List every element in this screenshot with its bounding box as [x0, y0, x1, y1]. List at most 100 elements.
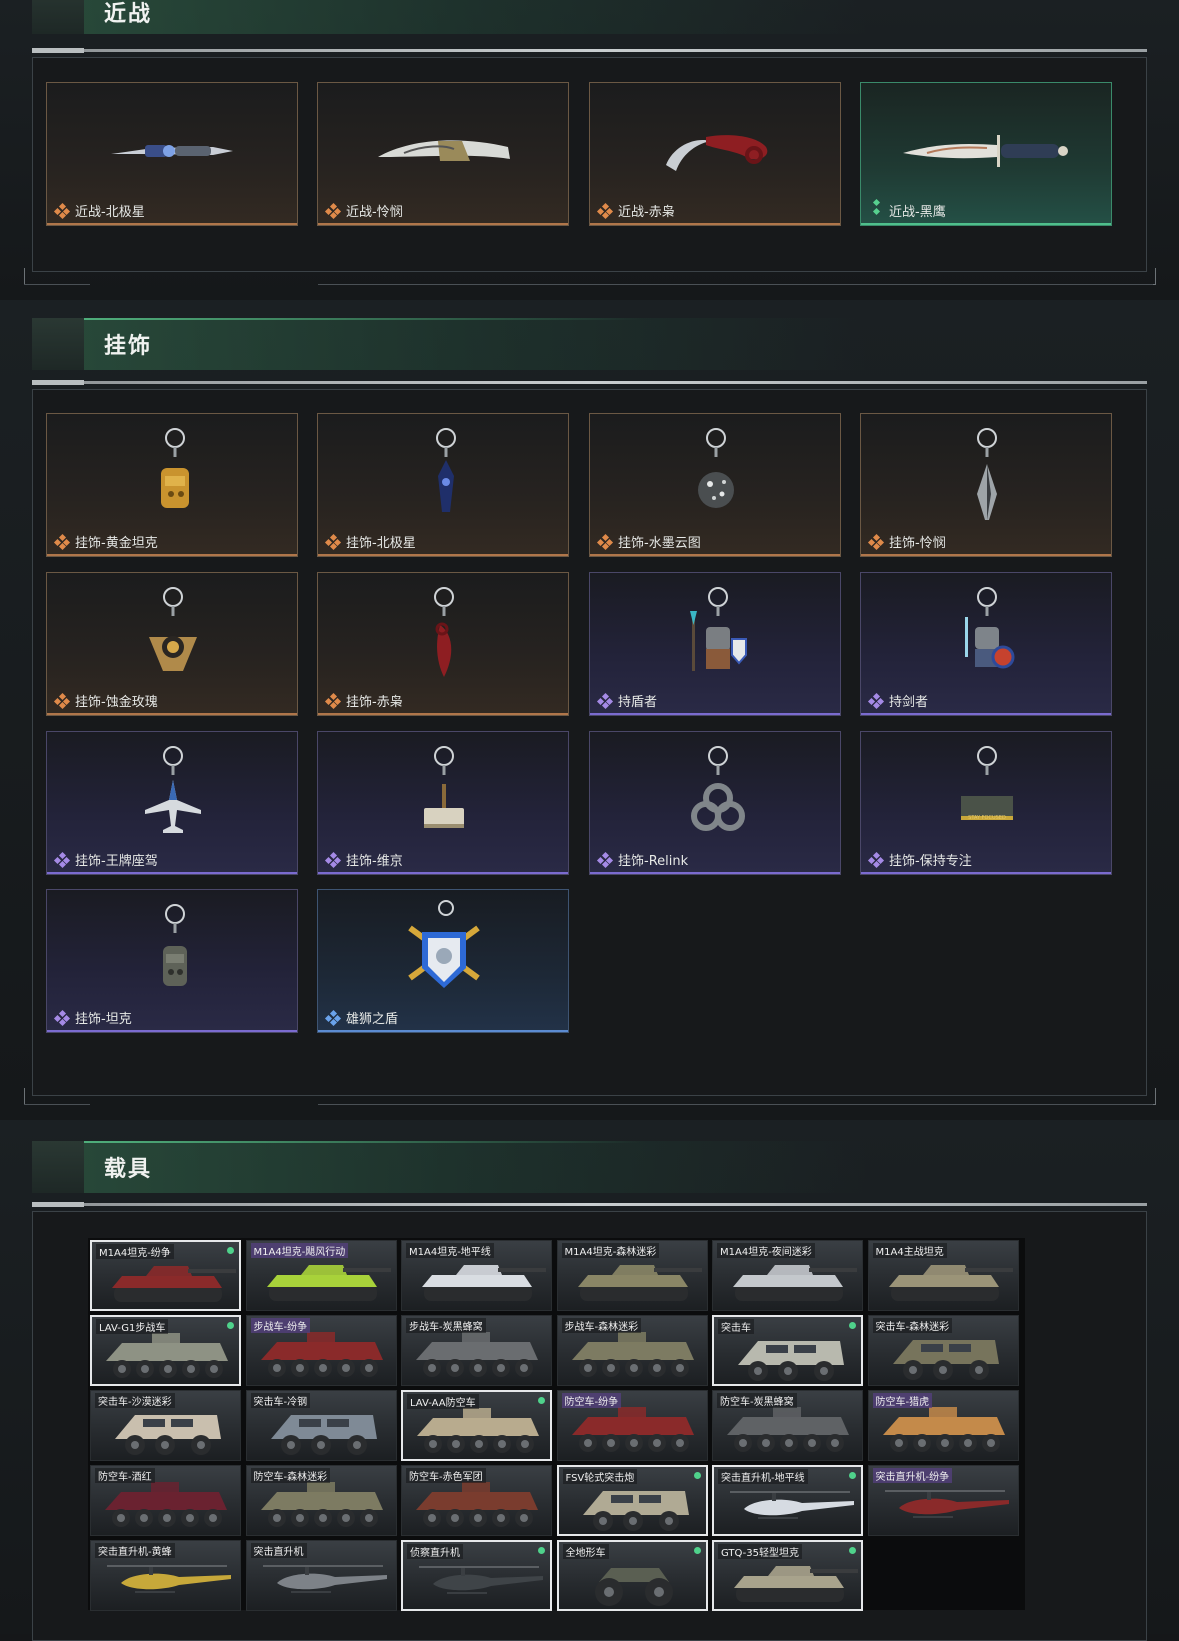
vehicle-item-tile[interactable]: M1A4坦克-地平线: [401, 1240, 552, 1311]
gold-tank-charm-icon: [161, 428, 189, 508]
rarity-icon: [596, 533, 614, 551]
hammer-charm-icon: [424, 746, 464, 828]
vehicle-item-tile[interactable]: 防空车-纷争: [556, 1390, 708, 1461]
rarity-icon: [869, 198, 883, 218]
vehicle-item-tile[interactable]: M1A4坦克-森林迷彩: [556, 1240, 708, 1311]
star-charm-icon: [436, 428, 456, 512]
tank-charm-icon: [163, 904, 187, 986]
vehicle-item-label: FSV轮式突击炮: [562, 1469, 638, 1484]
charms-panel-bottom-rule: [24, 1104, 90, 1105]
melee-panel-bottom-rule: [318, 284, 1153, 285]
vehicle-item-label: 突击直升机-黄蜂: [95, 1543, 175, 1558]
vehicle-item-label: 防空车-炭黑蜂窝: [717, 1393, 797, 1408]
vehicle-item-label: 防空车-纷争: [561, 1393, 622, 1408]
vehicle-item-tile[interactable]: LAV-AA防空车: [401, 1390, 552, 1461]
rarity-icon: [53, 533, 71, 551]
charm-item-card[interactable]: 挂饰-北极星: [317, 413, 569, 557]
vehicle-item-label: 步战车-纷争: [250, 1318, 311, 1333]
rarity-icon: [596, 692, 614, 710]
vehicle-item-label: LAV-AA防空车: [407, 1394, 479, 1409]
vehicle-item-label: M1A4主战坦克: [872, 1243, 947, 1258]
charms-panel-corner-right: [1145, 1088, 1156, 1105]
charms-section-title: 挂饰: [104, 334, 153, 359]
charm-item-label: 挂饰-维京: [346, 854, 403, 869]
vehicle-item-tile[interactable]: 步战车-炭黑蜂窝: [401, 1315, 552, 1386]
charm-item-card[interactable]: 挂饰-怜悯: [860, 413, 1112, 557]
charm-item-card[interactable]: 雄狮之盾: [317, 889, 569, 1033]
charm-item-label: 挂饰-水墨云图: [618, 536, 701, 551]
vehicle-item-tile[interactable]: 防空车-赤色军团: [401, 1465, 552, 1536]
charms-panel-corner-left: [24, 1088, 35, 1105]
charm-item-label: 挂饰-怜悯: [889, 536, 946, 551]
charm-item-card[interactable]: 挂饰-维京: [317, 731, 569, 875]
dagger-icon: [903, 135, 1068, 167]
vehicle-item-tile[interactable]: 突击车: [712, 1315, 863, 1386]
rarity-icon: [867, 533, 885, 551]
vehicle-item-tile[interactable]: 突击直升机: [245, 1540, 397, 1611]
charm-item-card[interactable]: 持剑者: [860, 572, 1112, 716]
spike-charm-icon: [977, 428, 997, 520]
vehicle-item-tile[interactable]: 防空车-猎虎: [867, 1390, 1019, 1461]
rarity-icon: [596, 202, 614, 220]
rarity-icon: [596, 851, 614, 869]
charm-item-card[interactable]: 挂饰-Relink: [589, 731, 841, 875]
stay-focused-badge-text: STAY FOCUSED: [968, 815, 1006, 821]
karambit-icon: [666, 135, 768, 171]
charm-item-label: 雄狮之盾: [346, 1012, 399, 1027]
charm-item-card[interactable]: 挂饰-水墨云图: [589, 413, 841, 557]
charm-item-card[interactable]: 挂饰-蚀金玫瑰: [46, 572, 298, 716]
vehicle-item-tile[interactable]: M1A4主战坦克: [867, 1240, 1019, 1311]
vehicle-item-label: 突击车-沙漠迷彩: [95, 1393, 175, 1408]
charm-item-label: 持盾者: [618, 695, 658, 710]
vehicle-item-tile[interactable]: LAV-G1步战车: [90, 1315, 241, 1386]
charm-item-label: 挂饰-王牌座驾: [75, 854, 158, 869]
charm-item-card[interactable]: 挂饰-王牌座驾: [46, 731, 298, 875]
charm-item-card[interactable]: 挂饰-赤枭: [317, 572, 569, 716]
vehicle-item-label: 突击直升机: [250, 1543, 307, 1558]
vehicles-section-header: 载具: [32, 1141, 1147, 1193]
vehicle-item-tile[interactable]: 突击直升机-地平线: [712, 1465, 863, 1536]
charm-item-label: 挂饰-赤枭: [346, 695, 403, 710]
vehicles-section-title: 载具: [104, 1157, 153, 1182]
relink-charm-icon: [691, 746, 745, 831]
vehicle-item-tile[interactable]: 步战车-森林迷彩: [556, 1315, 708, 1386]
owned-indicator-icon: [693, 1472, 701, 1479]
vehicle-item-tile[interactable]: 全地形车: [556, 1540, 708, 1611]
melee-panel-bottom-rule: [24, 284, 90, 285]
vehicle-item-tile[interactable]: 突击直升机-黄蜂: [90, 1540, 241, 1611]
vehicle-item-tile[interactable]: 突击车-沙漠迷彩: [90, 1390, 241, 1461]
owned-indicator-icon: [849, 1322, 856, 1329]
charm-item-card[interactable]: 持盾者: [589, 572, 841, 716]
claw-charm-icon: [434, 587, 454, 677]
vehicle-item-tile[interactable]: M1A4坦克-夜间迷彩: [712, 1240, 863, 1311]
vehicle-item-tile[interactable]: M1A4坦克-飓风行动: [245, 1240, 397, 1311]
vehicle-item-tile[interactable]: 步战车-纷争: [245, 1315, 397, 1386]
vehicle-item-label: 步战车-森林迷彩: [561, 1318, 642, 1333]
charm-item-card[interactable]: 挂饰-黄金坦克: [46, 413, 298, 557]
vehicle-item-tile[interactable]: 防空车-森林迷彩: [245, 1465, 397, 1536]
melee-item-card[interactable]: 近战-赤枭: [589, 82, 841, 226]
vehicle-item-tile[interactable]: M1A4坦克-纷争: [90, 1240, 241, 1311]
rarity-icon: [53, 851, 71, 869]
vehicle-item-tile[interactable]: 突击车-森林迷彩: [867, 1315, 1019, 1386]
vehicle-item-tile[interactable]: 防空车-酒红: [90, 1465, 241, 1536]
vehicle-item-label: 突击车-冷钢: [250, 1393, 311, 1408]
rarity-icon: [324, 692, 342, 710]
orb-charm-icon: [698, 428, 734, 508]
melee-item-card[interactable]: 近战-黑鹰: [860, 82, 1112, 226]
charms-section-divider: [32, 380, 1147, 385]
vehicle-item-tile[interactable]: GTQ-35轻型坦克: [712, 1540, 863, 1611]
vehicle-item-tile[interactable]: 防空车-炭黑蜂窝: [712, 1390, 863, 1461]
vehicle-item-tile[interactable]: 侦察直升机: [401, 1540, 552, 1611]
charm-item-card[interactable]: 挂饰-坦克: [46, 889, 298, 1033]
vehicle-item-label: 突击车-森林迷彩: [872, 1318, 953, 1333]
rarity-icon: [324, 1009, 342, 1027]
vehicle-item-tile[interactable]: 突击车-冷钢: [245, 1390, 397, 1461]
vehicle-item-tile[interactable]: 突击直升机-纷争: [867, 1465, 1019, 1536]
vehicle-item-label: M1A4坦克-飓风行动: [250, 1243, 349, 1258]
owned-indicator-icon: [538, 1397, 545, 1404]
vehicle-item-tile[interactable]: FSV轮式突击炮: [556, 1465, 708, 1536]
melee-item-card[interactable]: 近战-北极星: [46, 82, 298, 226]
melee-item-card[interactable]: 近战-怜悯: [317, 82, 569, 226]
